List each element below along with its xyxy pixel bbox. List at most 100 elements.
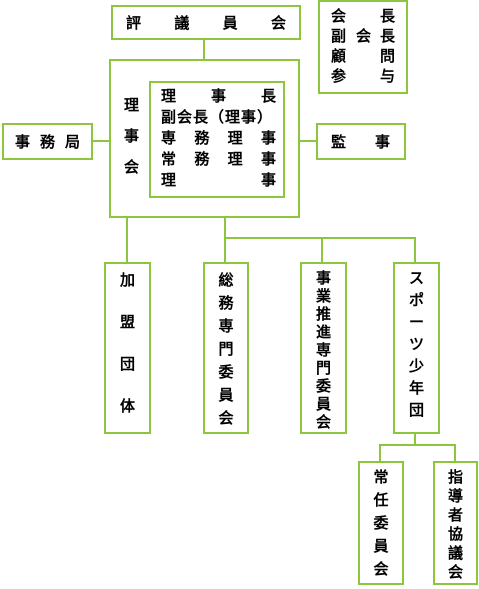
officer-row: 理事長 xyxy=(161,89,276,104)
committee-1-char: 門 xyxy=(218,340,234,358)
connector-riji-down-main xyxy=(224,216,226,239)
sports-sub-1-char: 指 xyxy=(447,468,463,486)
jimukyoku-char: 事 xyxy=(15,133,31,151)
advisor-left-char: 会 xyxy=(355,27,371,45)
officer-row: 副会長（理事） xyxy=(161,110,276,125)
rijikai-char: 事 xyxy=(124,127,140,145)
advisor-row: 顧問 xyxy=(331,49,395,64)
committee-3-char: 少 xyxy=(408,357,424,375)
sports-sub-1-char: 議 xyxy=(447,544,463,562)
advisors-box: 会長副会長顧問参与 xyxy=(318,0,408,94)
committee-somu-box: 総務専門委員会 xyxy=(203,262,249,434)
connector-joninin xyxy=(379,444,381,462)
officer-part: 事 xyxy=(260,129,276,147)
rijikai-char: 会 xyxy=(124,158,140,176)
officer-part: 事 xyxy=(210,87,226,105)
committee-kamei-box: 加盟団体 xyxy=(104,262,151,434)
committee-jigyo-box: 事業推進専門委員会 xyxy=(300,262,347,434)
committee-2-char: 会 xyxy=(315,413,331,431)
officer-part: 理 xyxy=(161,87,177,105)
officer-part: 理 xyxy=(227,150,243,168)
rijikai-box: 理事会 理事長副会長（理事）専務理事常務理事理事 xyxy=(109,59,300,218)
officer-part: 理 xyxy=(161,171,177,189)
officer-part: 副会長（理事） xyxy=(161,108,274,126)
jimukyoku-char: 局 xyxy=(64,133,80,151)
advisor-right: 長 xyxy=(379,7,395,25)
officer-row: 常務理事 xyxy=(161,152,276,167)
kanji-char: 事 xyxy=(374,133,390,151)
committee-1-char: 務 xyxy=(218,294,234,312)
sports-shido-label: 指導者協議会 xyxy=(435,470,476,580)
committee-2-char: 進 xyxy=(315,323,331,341)
committee-sports-label: スポーツ少年団 xyxy=(395,271,438,418)
advisor-row: 副会長 xyxy=(331,29,395,44)
kanji-box: 監事 xyxy=(316,123,406,160)
officer-part: 事 xyxy=(260,150,276,168)
advisor-left: 顧 xyxy=(331,47,347,65)
committee-3-char: 年 xyxy=(408,379,424,397)
hyogiinkai-char: 評 xyxy=(126,14,142,32)
advisor-right: 長 xyxy=(379,27,395,45)
committee-2-char: 推 xyxy=(315,305,331,323)
advisor-row: 会長 xyxy=(331,9,395,24)
committee-3-char: ポ xyxy=(408,291,424,309)
kanji-char: 監 xyxy=(331,133,347,151)
officer-part: 常 xyxy=(161,150,177,168)
officers-box: 理事長副会長（理事）専務理事常務理事理事 xyxy=(149,81,285,198)
committee-1-char: 員 xyxy=(218,386,234,404)
advisor-left-char: 副 xyxy=(331,27,347,45)
sports-sub-0-char: 委 xyxy=(373,514,389,532)
advisor-row: 参与 xyxy=(331,69,395,84)
jimukyoku-label: 事務局 xyxy=(15,135,80,150)
connector-hyogi-riji xyxy=(203,40,205,61)
sports-sub-0-char: 員 xyxy=(373,537,389,555)
committee-0-char: 団 xyxy=(119,355,135,373)
committee-2-char: 門 xyxy=(315,359,331,377)
sports-shido-box: 指導者協議会 xyxy=(433,461,478,585)
sports-sub-0-char: 常 xyxy=(373,468,389,486)
committee-0-char: 体 xyxy=(119,397,135,415)
connector-sports xyxy=(414,237,416,263)
jimukyoku-box: 事務局 xyxy=(2,123,93,160)
committee-jigyo-label: 事業推進専門委員会 xyxy=(302,271,345,430)
committee-1-char: 専 xyxy=(218,317,234,335)
hyogiinkai-char: 会 xyxy=(270,14,286,32)
sports-joninin-label: 常任委員会 xyxy=(360,470,402,577)
connector-bus xyxy=(224,237,416,239)
committee-sports-box: スポーツ少年団 xyxy=(393,262,440,434)
advisor-left: 参 xyxy=(331,67,347,85)
connector-somu xyxy=(224,237,226,263)
jimukyoku-char: 務 xyxy=(39,133,55,151)
committee-0-char: 盟 xyxy=(119,313,135,331)
advisor-left: 副会 xyxy=(331,29,371,44)
committee-2-char: 委 xyxy=(315,377,331,395)
committee-somu-label: 総務専門委員会 xyxy=(205,273,247,426)
hyogiinkai-char: 員 xyxy=(222,14,238,32)
committee-2-char: 事 xyxy=(315,269,331,287)
hyogiinkai-char: 議 xyxy=(174,14,190,32)
connector-riji-kanji xyxy=(298,140,318,142)
sports-sub-1-char: 導 xyxy=(447,487,463,505)
committee-3-char: 団 xyxy=(408,401,424,419)
kanji-label: 監事 xyxy=(331,135,390,150)
sports-sub-1-char: 協 xyxy=(447,525,463,543)
officer-row: 理事 xyxy=(161,173,276,188)
officer-part: 事 xyxy=(260,171,276,189)
connector-riji-down-left xyxy=(126,216,128,263)
committee-1-char: 委 xyxy=(218,363,234,381)
sports-sub-1-char: 者 xyxy=(447,506,463,524)
officer-part: 務 xyxy=(194,150,210,168)
committee-2-char: 業 xyxy=(315,287,331,305)
sports-sub-0-char: 任 xyxy=(373,491,389,509)
connector-sub-bus xyxy=(379,444,456,446)
officer-row: 専務理事 xyxy=(161,131,276,146)
connector-sports-down xyxy=(414,434,416,446)
rijikai-label: 理事会 xyxy=(124,98,139,175)
sports-sub-0-char: 会 xyxy=(373,560,389,578)
advisor-left: 会 xyxy=(331,7,347,25)
connector-jimu-riji xyxy=(92,140,110,142)
committee-2-char: 専 xyxy=(315,341,331,359)
advisor-right: 与 xyxy=(379,67,395,85)
officer-part: 長 xyxy=(260,87,276,105)
committee-2-char: 員 xyxy=(315,395,331,413)
